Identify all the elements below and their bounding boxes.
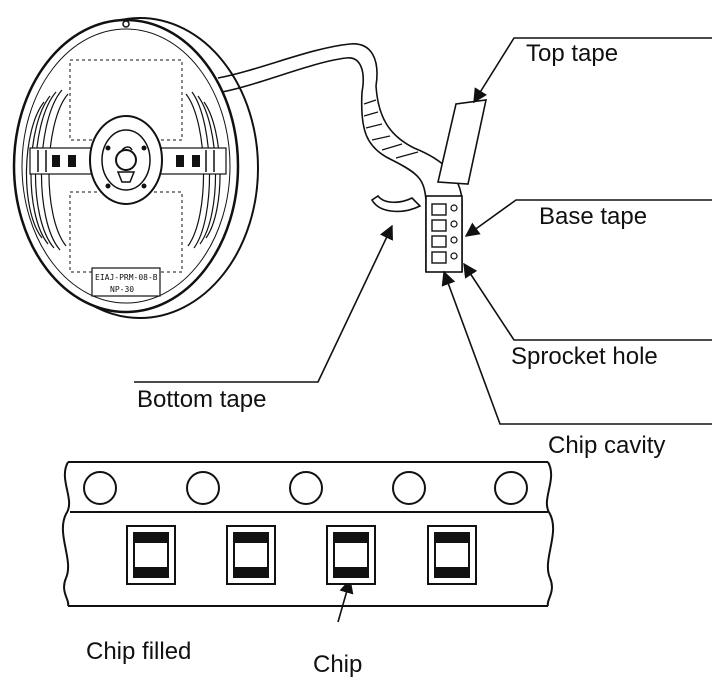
chip-cavities [126, 525, 477, 585]
label-base-tape: Base tape [539, 203, 648, 230]
reel-sticker-line2: NP-30 [110, 285, 134, 294]
reel-hub-center [115, 149, 137, 171]
label-chip-filled: Chip filled [86, 638, 192, 665]
label-top-tape: Top tape [526, 40, 619, 67]
bottom-tape-curl [370, 194, 422, 213]
sprocket-hole [83, 471, 117, 505]
label-chip: Chip [313, 651, 363, 678]
sprocket-hole [186, 471, 220, 505]
unwinding-tape [217, 43, 488, 273]
callout-leaders [134, 37, 712, 623]
chip-cavity [427, 525, 477, 585]
reel-sticker-line1: EIAJ-PRM-08-B [95, 273, 158, 282]
chip-cavity [126, 525, 176, 585]
reel-window-top [69, 59, 183, 141]
reel: EIAJ-PRM-08-B NP-30 [12, 17, 259, 319]
label-chip-cavity: Chip cavity [548, 432, 666, 459]
chip-cavity [226, 525, 276, 585]
carrier-strip-left-edge [360, 91, 427, 272]
tape-strip-detail [61, 461, 555, 607]
chip-cavity [326, 525, 376, 585]
label-bottom-tape: Bottom tape [137, 386, 267, 413]
sprocket-hole [289, 471, 323, 505]
sprocket-holes [83, 471, 528, 505]
carrier-strip-right-edge [375, 85, 463, 272]
label-sprocket-hole: Sprocket hole [511, 343, 658, 370]
reel-sticker [91, 267, 161, 297]
sprocket-hole [392, 471, 426, 505]
top-tape-strip [437, 99, 488, 185]
sprocket-hole [494, 471, 528, 505]
